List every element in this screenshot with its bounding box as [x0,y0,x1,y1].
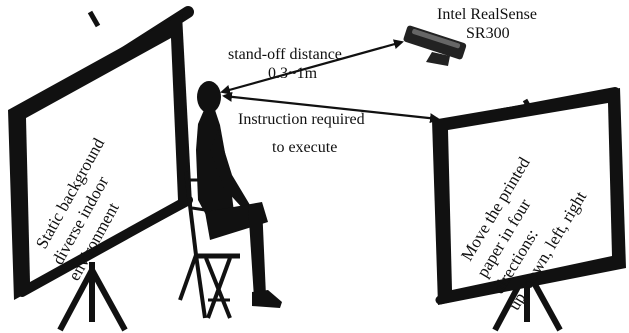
camera-icon [403,25,467,66]
standoff-distance-arrow [220,39,404,95]
camera-label-line-2: SR300 [466,25,510,42]
instruction-arrow [222,91,440,124]
seated-person-icon [178,81,282,319]
left-projector-screen [8,6,194,332]
right-projector-screen [432,87,626,332]
instruction-label-line-1: Instruction required [238,111,365,128]
distance-label-line-2: 0.3~1m [268,65,318,82]
camera-label-line-1: Intel RealSense [437,6,537,23]
distance-label-line-1: stand-off distance [228,46,342,63]
instruction-label-line-2: to execute [272,139,337,156]
